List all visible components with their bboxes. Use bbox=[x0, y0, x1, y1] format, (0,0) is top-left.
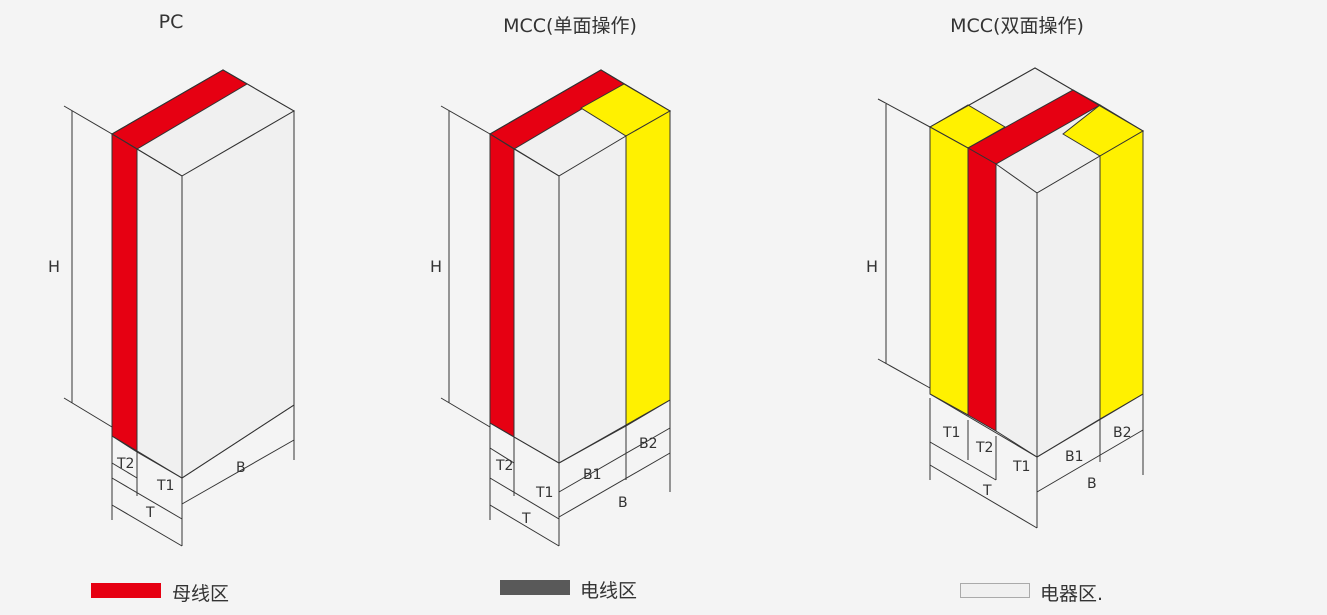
mccd-label-b1: B1 bbox=[1065, 449, 1084, 465]
mccd-label-t1a: T1 bbox=[942, 425, 960, 441]
mccs-label-b: B bbox=[618, 495, 628, 511]
pc-front-device bbox=[136, 148, 183, 479]
pc-label-h: H bbox=[48, 257, 60, 276]
mccs-front-busbar bbox=[489, 133, 515, 438]
mccs-front-device bbox=[513, 148, 560, 464]
mcc-single-cabinet bbox=[440, 69, 671, 547]
pc-cabinet bbox=[63, 69, 295, 547]
mccs-label-h: H bbox=[430, 257, 442, 276]
mccs-label-b2: B2 bbox=[639, 436, 658, 452]
pc-label-t1: T1 bbox=[156, 478, 174, 494]
mccd-side-cable bbox=[1099, 130, 1144, 420]
legend-device-swatch bbox=[960, 583, 1030, 598]
pc-dim-t2 bbox=[111, 462, 138, 479]
mccd-front-busbar bbox=[967, 147, 997, 432]
pc-label-t2: T2 bbox=[116, 456, 134, 472]
legend-cable-swatch bbox=[500, 580, 570, 595]
mccd-front-cable bbox=[929, 126, 969, 416]
mccd-front-device bbox=[995, 163, 1038, 458]
mccs-label-b1: B1 bbox=[583, 467, 602, 483]
pc-dim-t bbox=[111, 504, 183, 547]
pc-h-ext-top bbox=[63, 105, 113, 135]
title-mcc-single: MCC(单面操作) bbox=[503, 15, 637, 37]
pc-front-busbar bbox=[111, 133, 138, 453]
mccs-side-device bbox=[558, 135, 627, 464]
pc-dim-t1 bbox=[111, 477, 183, 520]
pc-h-ext-bottom bbox=[63, 397, 113, 428]
pc-label-t: T bbox=[145, 505, 155, 521]
title-pc: PC bbox=[158, 11, 184, 33]
mccd-label-t2: T2 bbox=[975, 440, 993, 456]
mccs-side-cable bbox=[625, 110, 671, 427]
mccd-label-t: T bbox=[982, 483, 992, 499]
pc-dim-b bbox=[181, 439, 295, 505]
mcc-double-cabinet bbox=[877, 67, 1144, 529]
mccs-label-t2: T2 bbox=[495, 458, 513, 474]
mccd-label-h: H bbox=[866, 257, 878, 276]
mccd-label-t1b: T1 bbox=[1012, 459, 1030, 475]
mccd-label-b: B bbox=[1087, 476, 1097, 492]
title-mcc-double: MCC(双面操作) bbox=[950, 15, 1084, 37]
mccd-label-b2: B2 bbox=[1113, 425, 1132, 441]
legend-device-label: 电器区. bbox=[1040, 583, 1104, 605]
mccs-label-t: T bbox=[521, 511, 531, 527]
pc-side bbox=[181, 110, 295, 479]
pc-label-b: B bbox=[236, 460, 246, 476]
legend-busbar-swatch bbox=[91, 583, 161, 598]
legend-busbar-label: 母线区 bbox=[172, 583, 230, 605]
mccd-side-device bbox=[1036, 155, 1101, 458]
mccs-label-t1: T1 bbox=[535, 485, 553, 501]
legend-cable-label: 电线区 bbox=[580, 580, 638, 602]
